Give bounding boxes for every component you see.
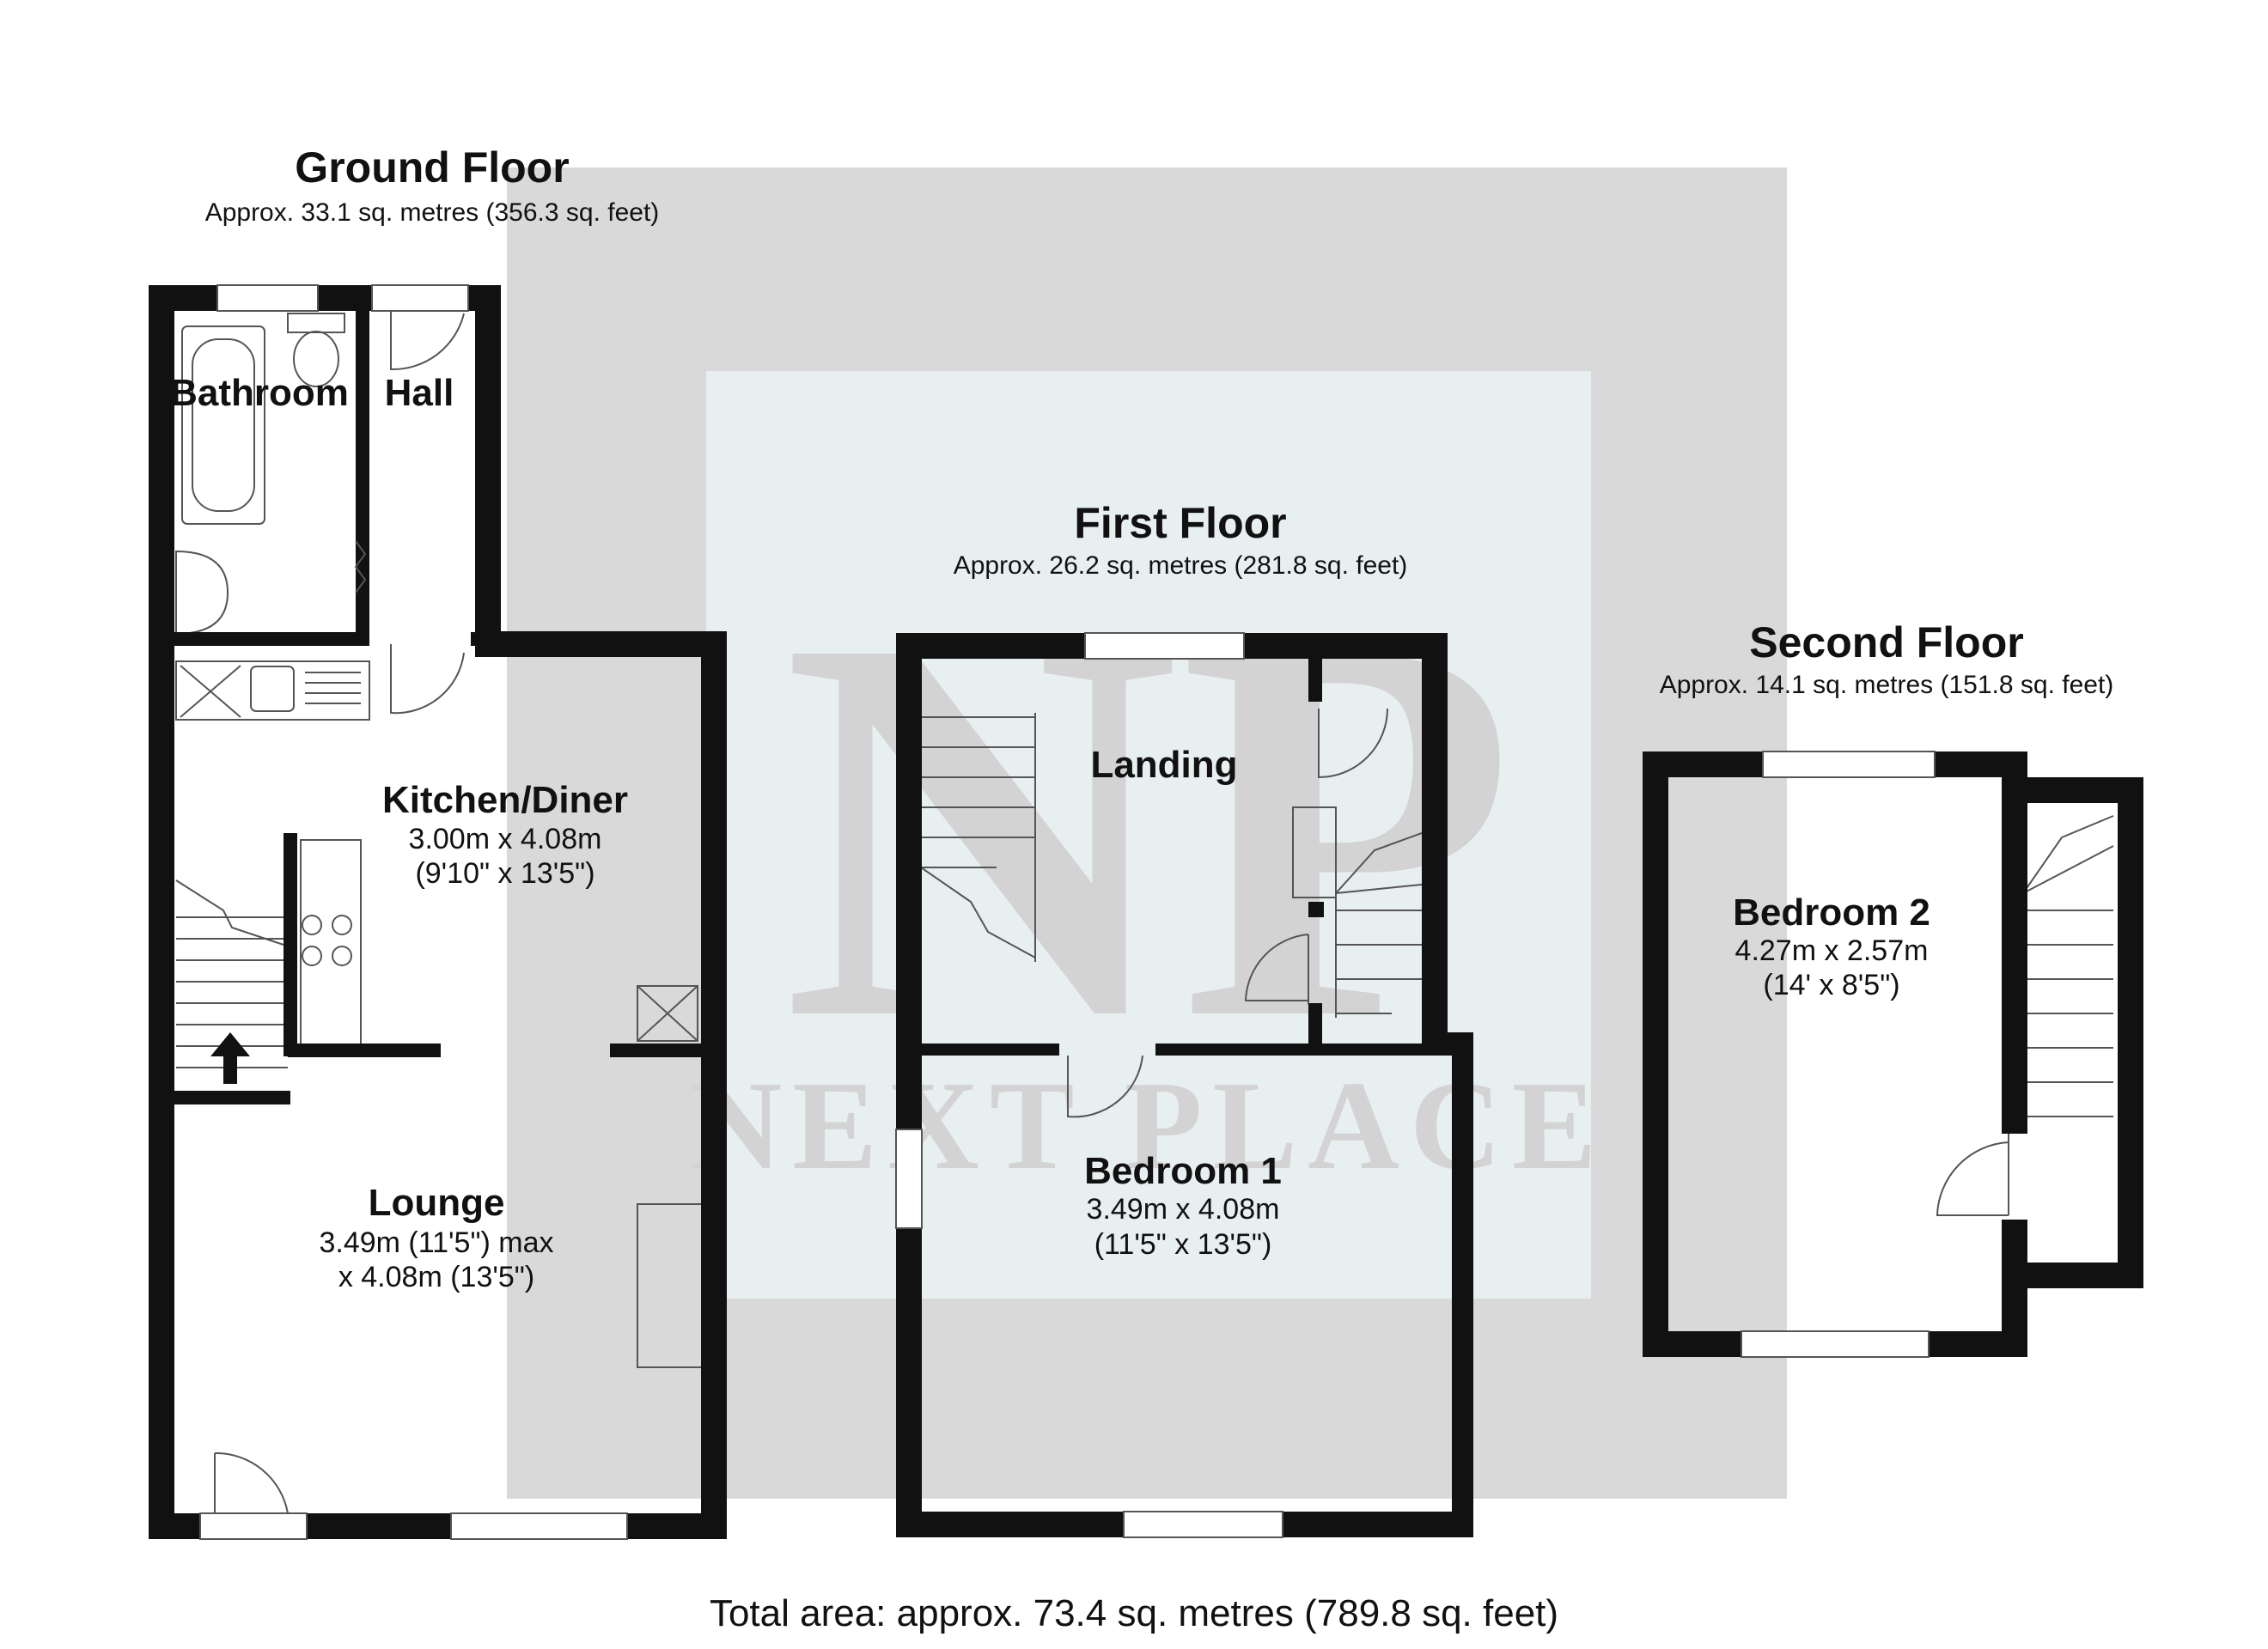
- ground-openings: [199, 284, 628, 1540]
- first-fixtures: [920, 713, 1423, 1018]
- bedroom1-door-swing: [1067, 1055, 1143, 1118]
- ground-fixtures: [175, 313, 703, 1368]
- hall-door-swing: [390, 311, 465, 371]
- bathtub-basin-icon: [192, 338, 255, 512]
- kitchen-sink-unit-icon: [175, 660, 370, 721]
- kitchen-diner-label: Kitchen/Diner: [382, 779, 628, 821]
- lounge-dim-1: 3.49m (11'5") max: [319, 1226, 553, 1259]
- bedroom1-dim-imperial: (11'5" x 13'5"): [1094, 1228, 1272, 1261]
- landing-door-swing: [1244, 934, 1309, 1005]
- bedroom2-window: [1762, 751, 1936, 778]
- washing-machine-icon: [180, 665, 241, 718]
- ground-floor-plan: Ground Floor Approx. 33.1 sq. metres (35…: [149, 143, 727, 1540]
- bedroom1-dim-metric: 3.49m x 4.08m: [1087, 1193, 1280, 1226]
- winder-stairs-icon: [1335, 832, 1423, 894]
- bedroom1-window: [1123, 1511, 1283, 1538]
- bedroom2-rear-window: [1741, 1330, 1930, 1358]
- second-floor-plan: Second Floor Approx. 14.1 sq. metres (15…: [1643, 618, 2143, 1358]
- second-floor-area: Approx. 14.1 sq. metres (151.8 sq. feet): [1660, 671, 2114, 699]
- attic-winder-stairs-icon: [2022, 815, 2114, 894]
- first-floor-plan: First Floor Approx. 26.2 sq. metres (281…: [895, 499, 1473, 1538]
- hall-window: [371, 284, 469, 312]
- lounge-label: Lounge: [369, 1182, 505, 1224]
- landing-label: Landing: [1090, 744, 1237, 786]
- bedroom2-door-swing: [1936, 1134, 2009, 1216]
- bedroom1-label: Bedroom 1: [1084, 1150, 1282, 1192]
- first-openings: [895, 632, 1283, 1538]
- kitchen-diner-dim-imperial: (9'10" x 13'5"): [415, 857, 594, 890]
- landing-window: [1084, 632, 1245, 660]
- first-doors: [1067, 708, 1388, 1118]
- first-walls: [896, 633, 1473, 1537]
- watermark-monogram: NP: [782, 525, 1515, 1133]
- front-door-frame: [199, 1512, 308, 1540]
- toilet-cistern-icon: [287, 313, 345, 333]
- lounge-dim-2: x 4.08m (13'5"): [338, 1261, 534, 1293]
- first-floor-title: First Floor: [1074, 499, 1286, 547]
- cupboard-door-swing: [1318, 708, 1388, 779]
- bedroom2-label: Bedroom 2: [1733, 891, 1930, 934]
- stairs-up-arrow-icon: [210, 1032, 250, 1084]
- bifold-door-icon: [354, 540, 367, 593]
- sink-bowl-icon: [250, 666, 295, 712]
- boiler-icon: [637, 985, 698, 1042]
- first-floor-area: Approx. 26.2 sq. metres (281.8 sq. feet): [954, 551, 1408, 580]
- ground-floor-area: Approx. 33.1 sq. metres (356.3 sq. feet): [205, 198, 660, 227]
- ground-floor-title: Ground Floor: [295, 143, 569, 192]
- washbasin-icon: [175, 550, 229, 636]
- lounge-window: [450, 1512, 628, 1540]
- ground-walls: [149, 285, 727, 1539]
- bedroom2-dim-imperial: (14' x 8'5"): [1763, 969, 1899, 1001]
- second-doors: [1936, 1134, 2009, 1216]
- watermark: NP NEXT PLACE: [507, 167, 1787, 1499]
- front-door-swing: [214, 1451, 289, 1514]
- worktop-icon: [300, 839, 362, 1047]
- second-openings: [1741, 751, 1936, 1358]
- second-fixtures: [2022, 815, 2114, 1134]
- bathtub-icon: [181, 326, 265, 525]
- bedroom1-side-window: [895, 1129, 923, 1229]
- total-area: Total area: approx. 73.4 sq. metres (789…: [710, 1592, 1558, 1634]
- kitchen-door-swing: [390, 644, 465, 715]
- second-floor-title: Second Floor: [1749, 618, 2023, 666]
- ground-doors: [214, 311, 465, 1514]
- bathroom-label: Bathroom: [170, 372, 349, 414]
- bedroom2-dim-metric: 4.27m x 2.57m: [1735, 934, 1929, 967]
- second-walls: [1643, 751, 2143, 1357]
- watermark-name: NEXT PLACE: [690, 1056, 1606, 1196]
- bathroom-window: [216, 284, 319, 312]
- hall-label: Hall: [385, 372, 454, 414]
- kitchen-diner-dim-metric: 3.00m x 4.08m: [409, 823, 602, 855]
